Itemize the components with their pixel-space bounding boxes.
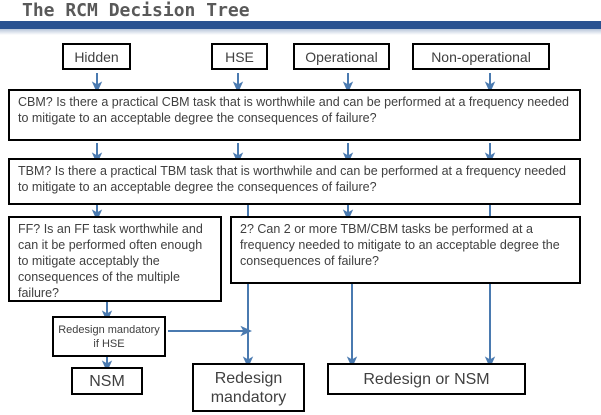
decision-label: 2? Can 2 or more TBM/CBM tasks be perfor… — [240, 222, 560, 268]
outcome-box-nsm[interactable]: NSM — [71, 367, 143, 395]
decision-box-cbm[interactable]: CBM? Is there a practical CBM task that … — [8, 89, 581, 141]
category-box-operational[interactable]: Operational — [293, 43, 390, 70]
outcome-box-redesign-or-nsm[interactable]: Redesign or NSM — [327, 363, 526, 395]
category-label: Non-operational — [431, 48, 531, 65]
header-rule-shadow — [0, 29, 601, 35]
outcome-label: Redesign mandatory — [210, 369, 287, 406]
decision-box-tbm[interactable]: TBM? Is there a practical TBM task that … — [8, 158, 581, 205]
page-title: The RCM Decision Tree — [22, 0, 250, 21]
decision-label: TBM? Is there a practical TBM task that … — [18, 164, 566, 194]
decision-box-two-tasks[interactable]: 2? Can 2 or more TBM/CBM tasks be perfor… — [230, 216, 581, 284]
outcome-box-redesign-mandatory[interactable]: Redesign mandatory — [192, 363, 305, 412]
outcome-label: NSM — [89, 372, 125, 390]
category-box-hidden[interactable]: Hidden — [62, 43, 131, 70]
decision-label: FF? Is an FF task worthwhile and can it … — [18, 222, 203, 300]
category-label: Operational — [305, 48, 378, 65]
decision-label: CBM? Is there a practical CBM task that … — [18, 95, 569, 125]
category-label: Hidden — [74, 48, 119, 65]
outcome-label: Redesign or NSM — [363, 370, 490, 388]
outcome-box-redesign-mandatory-if-hse[interactable]: Redesign mandatory if HSE — [52, 316, 166, 357]
category-box-non-operational[interactable]: Non-operational — [412, 43, 550, 70]
decision-box-ff[interactable]: FF? Is an FF task worthwhile and can it … — [8, 216, 222, 302]
category-label: HSE — [225, 48, 254, 65]
outcome-label: Redesign mandatory if HSE — [58, 323, 160, 350]
header-rule — [0, 21, 601, 29]
category-box-hse[interactable]: HSE — [211, 43, 268, 70]
